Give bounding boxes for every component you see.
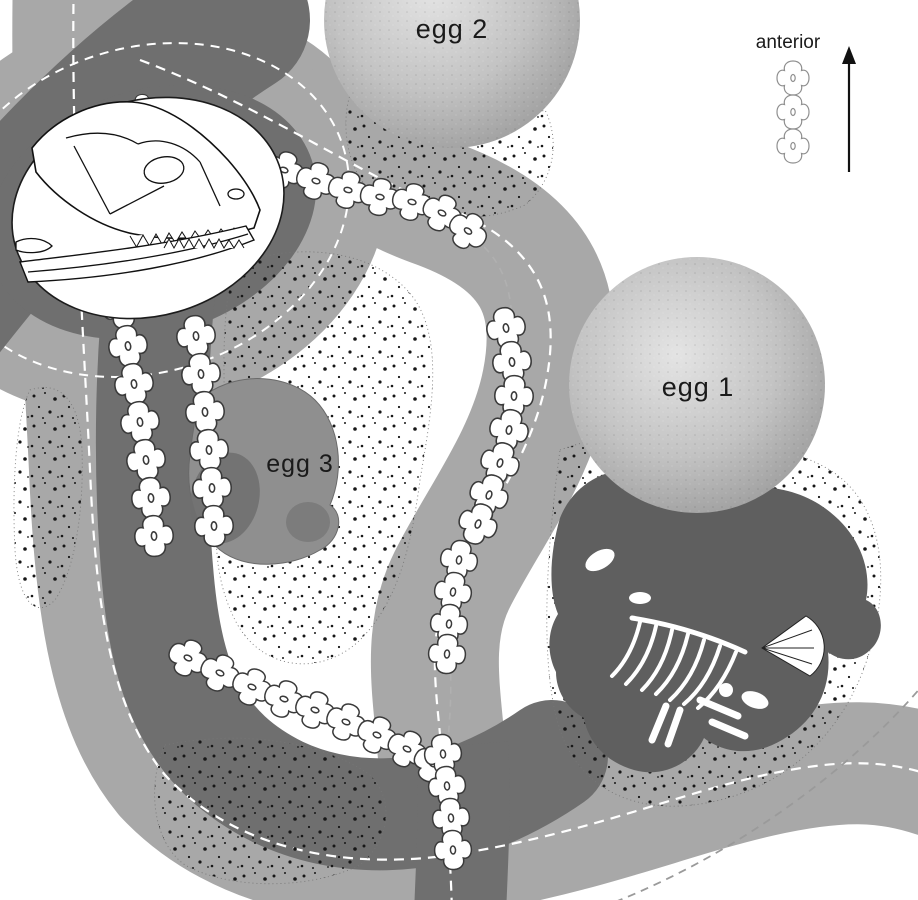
up-arrow-icon bbox=[842, 46, 856, 172]
guide-corner bbox=[617, 689, 918, 900]
skull-quadrate-bone bbox=[15, 237, 53, 254]
skull-cranium bbox=[31, 101, 261, 240]
eggs: egg 2 egg 1 bbox=[324, 0, 825, 513]
skull-naris bbox=[227, 188, 245, 200]
egg-2-texture bbox=[324, 0, 580, 148]
hatchling-limb-bones bbox=[648, 696, 749, 748]
skull-jaw-midline bbox=[27, 233, 249, 273]
hatchling-skull-fan-lines bbox=[761, 629, 814, 665]
skull-detail-4 bbox=[109, 185, 165, 215]
vertebrae-icon bbox=[776, 60, 810, 164]
hatchling-bone-1 bbox=[741, 691, 769, 709]
egg-3-shade-2 bbox=[286, 502, 330, 542]
stipple-region-bottom-left bbox=[154, 737, 387, 885]
skull-detail-5 bbox=[199, 161, 221, 207]
snake-skull bbox=[11, 96, 285, 320]
skull-lower-teeth bbox=[163, 237, 245, 250]
skull-lower-jaw bbox=[19, 225, 256, 283]
anterior-vertebrae-icon bbox=[776, 60, 810, 164]
skull-detail-1 bbox=[65, 132, 139, 145]
hatchling-block bbox=[546, 432, 882, 807]
egg-2-label: egg 2 bbox=[416, 14, 489, 44]
hatchling-spine bbox=[629, 615, 748, 655]
skull-detail-2 bbox=[137, 140, 201, 163]
snake-skull-illustration bbox=[15, 101, 261, 283]
stipple-region-left bbox=[13, 387, 83, 609]
skull-orbit bbox=[143, 156, 185, 184]
snake-band-dark-bottom bbox=[414, 741, 510, 900]
egg-1-texture bbox=[569, 257, 825, 513]
hatchling-bone-2 bbox=[629, 592, 651, 604]
egg-1-label: egg 1 bbox=[662, 372, 735, 402]
hatchling-bone-3 bbox=[585, 548, 615, 572]
egg-3-label: egg 3 bbox=[266, 450, 334, 478]
hatchling-matrix-blob bbox=[549, 469, 881, 773]
anterior-label: anterior bbox=[756, 32, 821, 53]
skull-detail-3 bbox=[73, 145, 111, 215]
anterior-indicator: anterior bbox=[756, 32, 856, 172]
hatchling-bone-4 bbox=[719, 683, 733, 697]
hatchling-skeleton-illustration bbox=[585, 548, 825, 748]
